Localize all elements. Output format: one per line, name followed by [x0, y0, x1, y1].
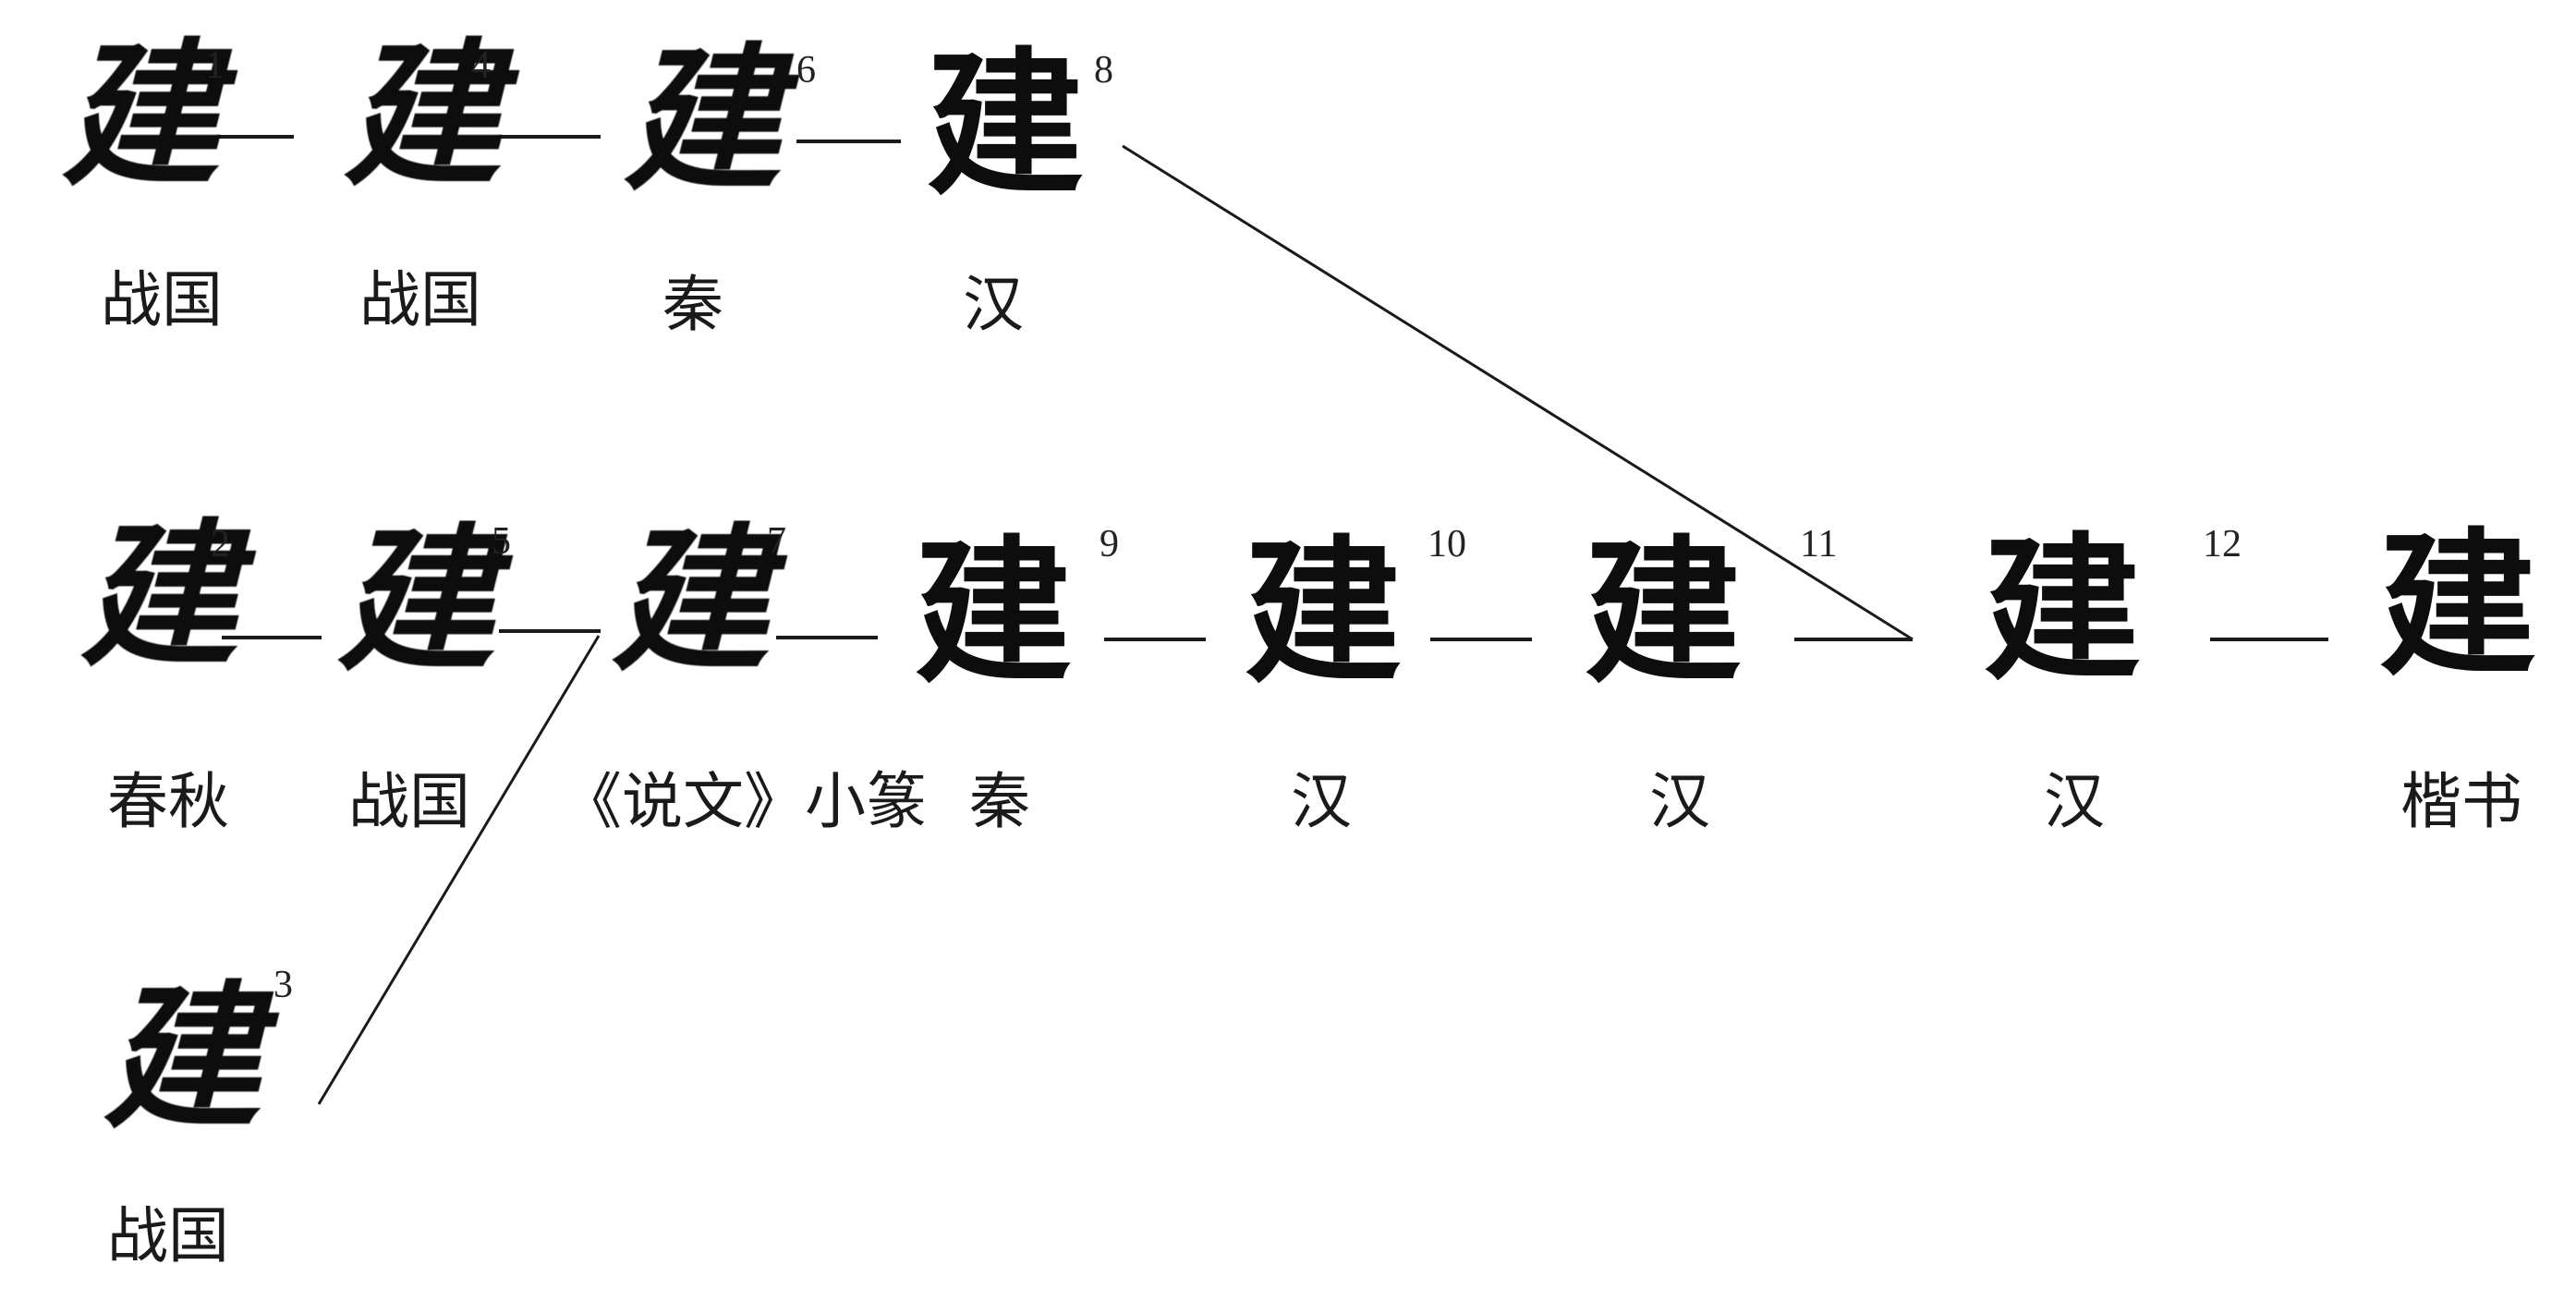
- era-label-2: 春秋: [107, 766, 229, 837]
- era-label-3: 战国: [107, 1200, 229, 1271]
- era-label-12: 汉: [2044, 766, 2105, 837]
- connector-3-7: [317, 635, 601, 1105]
- glyph-form-7: 建: [611, 508, 769, 693]
- glyph-form-1: 建: [61, 23, 219, 208]
- glyph-form-8: 建: [926, 32, 1085, 217]
- form-number-10: 10: [1428, 523, 1466, 565]
- glyph-kaishu: 建: [2378, 513, 2537, 698]
- glyph-form-12: 建: [1983, 517, 2142, 702]
- form-number-4: 4: [471, 44, 491, 87]
- form-number-5: 5: [492, 520, 511, 563]
- era-label-4: 战国: [359, 264, 481, 335]
- glyph-form-5: 建: [336, 508, 494, 693]
- era-label-1: 战国: [101, 264, 223, 335]
- era-label-7: 《说文》小篆: [561, 766, 927, 837]
- form-number-7: 7: [767, 520, 786, 563]
- era-label-8: 汉: [963, 269, 1024, 340]
- form-number-2: 2: [211, 523, 230, 565]
- form-number-3: 3: [273, 964, 293, 1006]
- form-number-1: 1: [205, 44, 225, 87]
- era-label-5: 战国: [348, 766, 470, 837]
- era-label-9: 秦: [969, 766, 1030, 837]
- form-number-9: 9: [1100, 523, 1119, 565]
- connector-8-12: [1122, 144, 1914, 641]
- glyph-form-4: 建: [343, 23, 501, 208]
- form-number-11: 11: [1800, 523, 1838, 565]
- era-label-11: 汉: [1649, 766, 1710, 837]
- form-number-6: 6: [796, 49, 816, 91]
- glyph-form-9: 建: [914, 520, 1073, 705]
- glyph-form-11: 建: [1584, 520, 1743, 705]
- form-number-12: 12: [2203, 523, 2242, 565]
- form-number-8: 8: [1094, 49, 1113, 91]
- glyph-form-10: 建: [1244, 520, 1403, 705]
- era-label-10: 汉: [1291, 766, 1352, 837]
- era-label-kaishu: 楷书: [2400, 766, 2522, 837]
- era-label-6: 秦: [662, 269, 723, 340]
- glyph-form-3: 建: [103, 966, 261, 1150]
- glyph-form-2: 建: [79, 504, 237, 688]
- glyph-form-6: 建: [623, 28, 781, 213]
